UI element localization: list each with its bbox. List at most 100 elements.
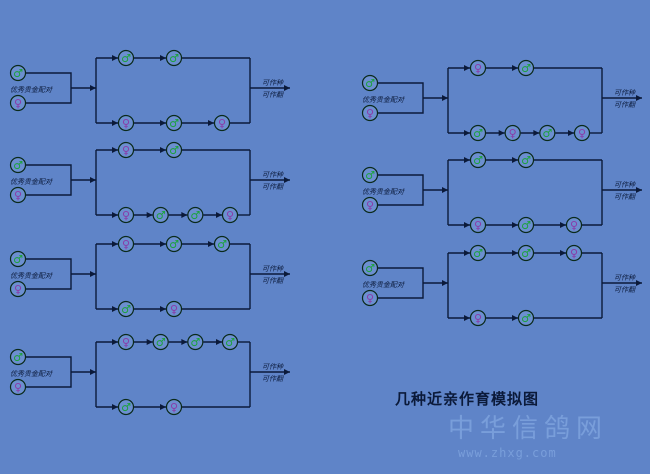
watermark-url: www.zhxg.com — [458, 446, 557, 460]
female-symbol-icon: ♀ — [122, 117, 130, 130]
male-symbol-icon: ♂ — [121, 401, 131, 414]
top-row-node-1-circle — [117, 141, 135, 159]
top-row-arrow-head — [160, 241, 166, 247]
parent-female-circle — [9, 378, 27, 396]
male-symbol-icon: ♂ — [521, 219, 531, 232]
female-symbol-icon: ♀ — [474, 219, 482, 232]
top-row-node-1-circle — [469, 244, 487, 262]
output-arrow-head — [284, 177, 290, 183]
male-symbol-icon: ♂ — [542, 127, 552, 140]
pair-arrow-head — [442, 95, 448, 101]
bottom-row-node-2-circle — [165, 114, 183, 132]
male-symbol-icon: ♂ — [169, 52, 179, 65]
bottom-row-arrow-head — [464, 315, 470, 321]
parent-female-circle — [9, 186, 27, 204]
pair-arrow-head — [90, 177, 96, 183]
female-symbol-icon: ♀ — [14, 381, 22, 394]
female-symbol-icon: ♀ — [226, 209, 234, 222]
bottom-row-arrow-head — [498, 130, 505, 136]
bottom-row-node-1-circle — [117, 398, 135, 416]
male-symbol-icon: ♂ — [169, 238, 179, 251]
male-symbol-icon: ♂ — [217, 238, 227, 251]
output-label-bottom: 可作翻 — [614, 193, 636, 201]
parent-female-circle — [9, 280, 27, 298]
female-symbol-icon: ♀ — [122, 238, 130, 251]
parent-male-circle — [361, 166, 379, 184]
male-symbol-icon: ♂ — [156, 336, 166, 349]
pair-label: 优秀贵金配对 — [362, 281, 405, 289]
output-label-top: 可作种 — [614, 181, 636, 189]
bottom-row-arrow-head — [512, 222, 518, 228]
parent-female-circle — [361, 289, 379, 307]
pair-label: 优秀贵金配对 — [362, 96, 405, 104]
female-symbol-icon: ♀ — [218, 117, 226, 130]
male-symbol-icon: ♂ — [521, 247, 531, 260]
bottom-row-arrow-head — [181, 212, 188, 218]
bottom-row-node-2-circle — [504, 124, 521, 142]
male-symbol-icon: ♂ — [365, 262, 375, 275]
top-row-arrow-head — [181, 339, 188, 345]
bottom-row-node-2-circle — [517, 216, 535, 234]
top-row-arrow-head — [512, 250, 518, 256]
bottom-row-arrow-head — [160, 120, 166, 126]
top-row-arrow-head — [464, 65, 470, 71]
top-row-node-1-circle — [469, 151, 487, 169]
male-symbol-icon: ♂ — [13, 253, 23, 266]
parent-male-circle — [361, 74, 379, 92]
bottom-row-arrow-head — [160, 306, 166, 312]
male-symbol-icon: ♂ — [13, 351, 23, 364]
female-symbol-icon: ♀ — [474, 312, 482, 325]
top-row-arrow-head — [464, 157, 470, 163]
parent-male-circle — [9, 64, 27, 82]
output-label-top: 可作种 — [614, 274, 636, 282]
bottom-row-arrow-head — [464, 130, 470, 136]
parent-male-circle — [9, 250, 27, 268]
male-symbol-icon: ♂ — [121, 303, 131, 316]
output-arrow-head — [284, 85, 290, 91]
bottom-row-node-3-circle — [539, 124, 556, 142]
output-label-bottom: 可作翻 — [262, 277, 284, 285]
output-label-bottom: 可作翻 — [614, 286, 636, 294]
top-row-node-1-circle — [469, 59, 487, 77]
pair-label: 优秀贵金配对 — [10, 370, 53, 378]
output-label-bottom: 可作翻 — [262, 91, 284, 99]
top-row-arrow-head — [112, 339, 118, 345]
pair-arrow-head — [442, 187, 448, 193]
male-symbol-icon: ♂ — [365, 169, 375, 182]
bottom-row-node-2-circle — [165, 300, 183, 318]
male-symbol-icon: ♂ — [169, 117, 179, 130]
bottom-row-node-3-circle — [187, 206, 204, 224]
top-row-arrow-head — [112, 241, 118, 247]
output-arrow-head — [636, 187, 642, 193]
top-row-arrow-head — [146, 339, 153, 345]
top-row-arrow-head — [512, 157, 518, 163]
bottom-row-arrow-head — [464, 222, 470, 228]
output-arrow-head — [284, 369, 290, 375]
top-row-node-3-circle — [213, 235, 231, 253]
bottom-row-arrow-head — [146, 212, 153, 218]
top-row-node-2-circle — [517, 244, 535, 262]
top-row-node-2-circle — [165, 235, 183, 253]
top-row-node-1-circle — [117, 333, 135, 351]
bottom-row-arrow-head — [560, 222, 566, 228]
female-symbol-icon: ♀ — [122, 336, 130, 349]
top-row-node-1-circle — [117, 49, 135, 67]
male-symbol-icon: ♂ — [365, 77, 375, 90]
top-row-node-2-circle — [165, 141, 183, 159]
top-row-arrow-head — [112, 147, 118, 153]
female-symbol-icon: ♀ — [570, 219, 578, 232]
pair-arrow-head — [90, 271, 96, 277]
pair-label: 优秀贵金配对 — [10, 272, 53, 280]
output-arrow-head — [636, 280, 642, 286]
bottom-row-node-4-circle — [221, 206, 239, 224]
female-symbol-icon: ♀ — [14, 283, 22, 296]
parent-male-circle — [9, 348, 27, 366]
output-label-top: 可作种 — [262, 79, 284, 87]
male-symbol-icon: ♂ — [190, 209, 200, 222]
bottom-row-node-1-circle — [469, 309, 487, 327]
male-symbol-icon: ♂ — [13, 67, 23, 80]
bottom-row-node-1-circle — [117, 206, 135, 224]
